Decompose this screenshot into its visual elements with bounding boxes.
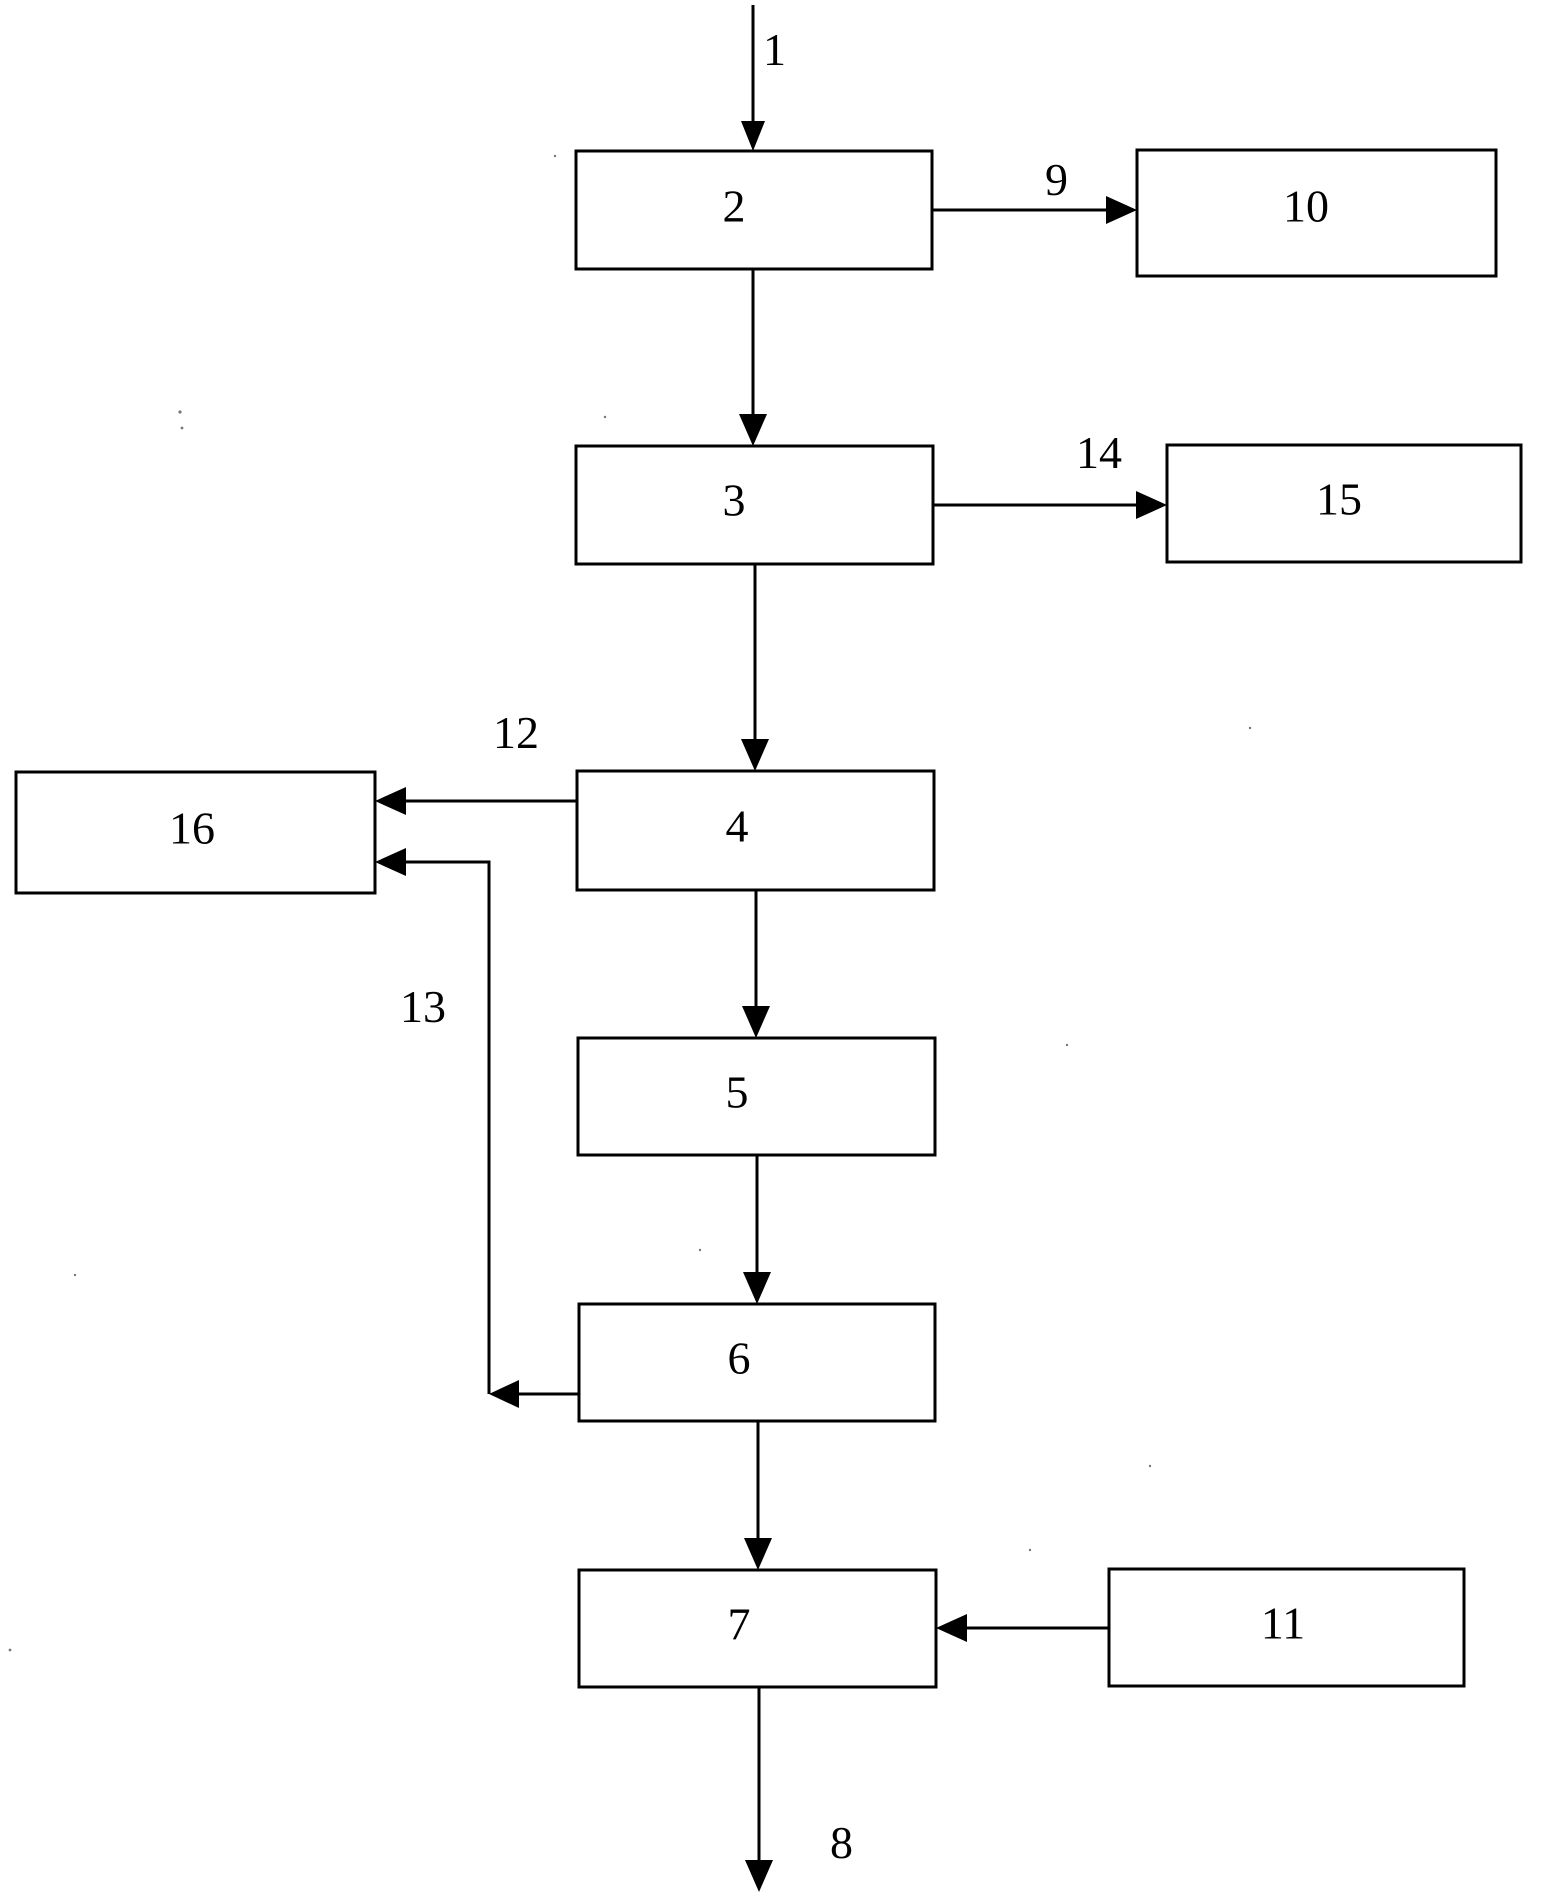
arrow-11-to-7 <box>936 1614 1109 1642</box>
box-16-label: 16 <box>169 803 215 854</box>
flow-12-arrow <box>375 787 577 815</box>
arrow-5-to-6 <box>743 1155 771 1304</box>
flow-8-label: 8 <box>830 1817 853 1868</box>
box-3-label: 3 <box>723 475 746 526</box>
flow-14-arrow <box>933 491 1167 519</box>
box-5: 5 <box>576 1036 937 1157</box>
arrow-2-to-3 <box>739 269 767 446</box>
box-16: 16 <box>14 770 377 895</box>
box-2: 2 <box>574 149 934 271</box>
box-7: 7 <box>577 1568 938 1689</box>
flow-14-label: 14 <box>1076 427 1122 478</box>
box-6: 6 <box>577 1302 937 1423</box>
box-2-label: 2 <box>723 181 746 232</box>
box-15: 15 <box>1165 443 1523 564</box>
box-4-label: 4 <box>726 801 749 852</box>
box-10-label: 10 <box>1283 181 1329 232</box>
scan-specks <box>8 154 1252 1652</box>
flow-9-arrow <box>932 196 1137 224</box>
flow-12-label: 12 <box>493 707 539 758</box>
box-10: 10 <box>1135 148 1498 278</box>
box-7-label: 7 <box>728 1599 751 1650</box>
arrow-4-to-5 <box>742 890 770 1038</box>
box-11: 11 <box>1107 1567 1466 1688</box>
flow-8-arrow <box>745 1687 773 1892</box>
flow-13-label: 13 <box>400 981 446 1032</box>
arrow-6-to-7 <box>744 1421 772 1570</box>
box-15-label: 15 <box>1316 474 1362 525</box>
flow-1-label: 1 <box>763 24 786 75</box>
box-5-label: 5 <box>726 1067 749 1118</box>
arrow-3-to-4 <box>741 564 769 771</box>
box-4: 4 <box>575 769 936 892</box>
box-3: 3 <box>574 444 935 566</box>
flow-1-arrow <box>741 5 765 151</box>
box-6-label: 6 <box>728 1333 751 1384</box>
flow-9-label: 9 <box>1045 154 1068 205</box>
flow-13-arrow <box>375 848 579 1408</box>
box-11-label: 11 <box>1261 1598 1305 1649</box>
